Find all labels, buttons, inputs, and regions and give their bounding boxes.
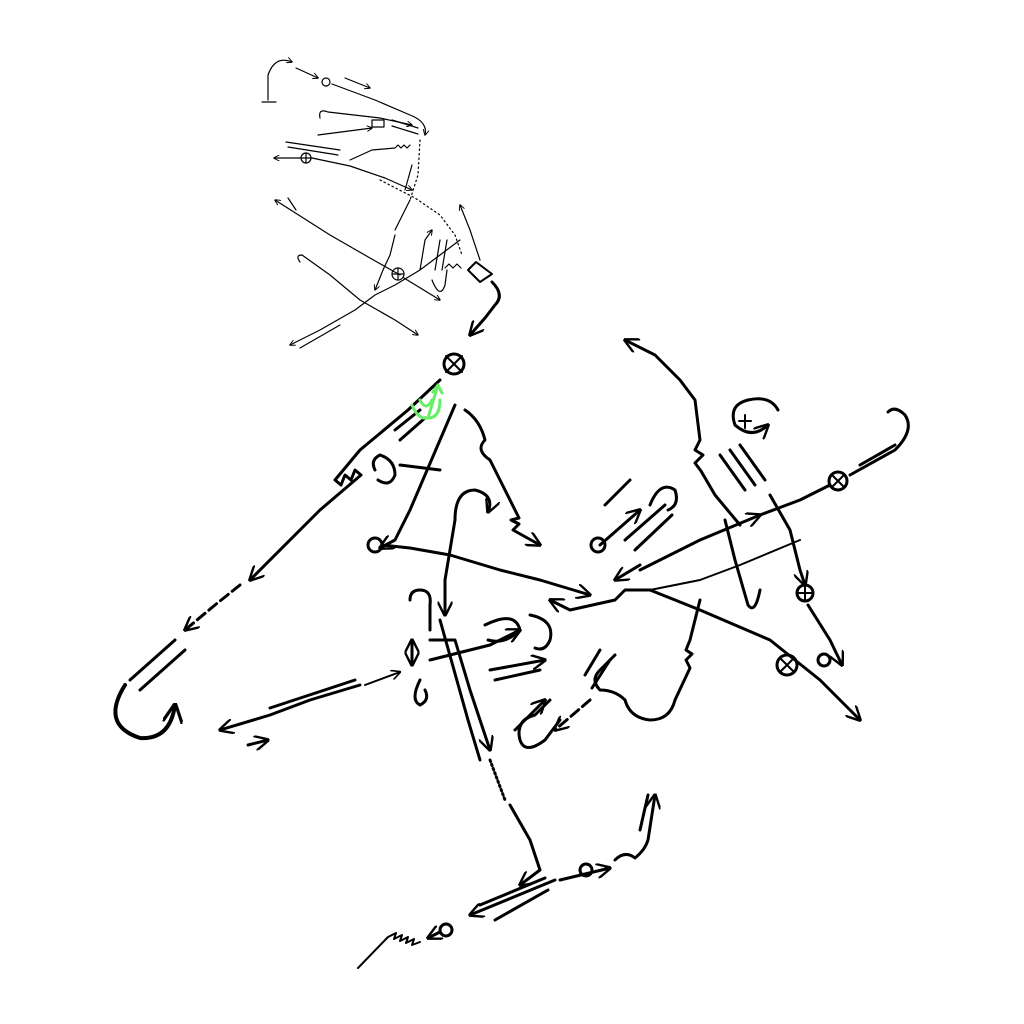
top-cluster — [261, 60, 481, 349]
trident-icon — [410, 383, 444, 420]
main-network — [113, 261, 910, 969]
